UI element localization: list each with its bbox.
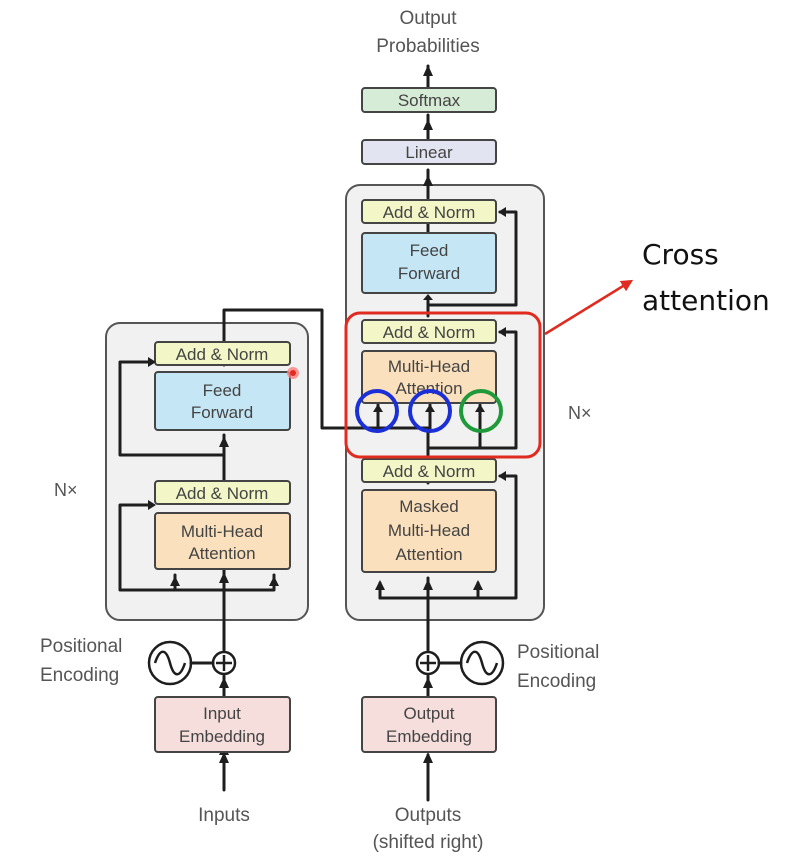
encoder-feed-forward-label-1: Feed xyxy=(203,381,242,400)
query-circle-left xyxy=(355,389,399,433)
decoder-positional-label-1: Positional xyxy=(517,642,599,663)
decoder-masked-attention: Masked Multi-Head Attention xyxy=(361,489,497,573)
cross-attention-highlight xyxy=(344,311,542,459)
decoder-add-icon xyxy=(415,650,441,676)
output-embedding: Output Embedding xyxy=(361,696,497,753)
decoder-add-norm-top-label: Add & Norm xyxy=(383,203,476,222)
cross-attention-annotation-2: attention xyxy=(642,284,770,317)
encoder-add-norm-top-label: Add & Norm xyxy=(176,345,269,364)
decoder-add-norm-cross-label: Add & Norm xyxy=(383,323,476,342)
output-probabilities-label-2: Probabilities xyxy=(376,36,480,57)
output-embedding-label-1: Output xyxy=(403,704,454,723)
decoder-add-norm-top: Add & Norm xyxy=(361,199,497,224)
encoder-multi-head-attention: Multi-Head Attention xyxy=(154,512,291,570)
encoder-add-norm-bottom-label: Add & Norm xyxy=(176,484,269,503)
output-embedding-label-2: Embedding xyxy=(386,727,472,746)
encoder-feed-forward: Feed Forward xyxy=(154,371,291,431)
query-circle-middle xyxy=(408,389,452,433)
decoder-add-norm-bottom: Add & Norm xyxy=(361,458,497,483)
annotation-arrow xyxy=(544,279,634,336)
decoder-feed-forward-label-1: Feed xyxy=(410,241,449,260)
masked-attention-label-2: Multi-Head xyxy=(388,521,470,540)
encoder-attention-label-2: Attention xyxy=(188,544,255,563)
encoder-attention-label-1: Multi-Head xyxy=(181,522,263,541)
decoder-sine-wave-icon xyxy=(459,640,505,686)
cross-attention-label-1: Multi-Head xyxy=(388,357,470,376)
softmax-block: Softmax xyxy=(361,87,497,113)
output-probabilities-label-1: Output xyxy=(399,8,457,29)
cursor-dot xyxy=(287,367,299,379)
decoder-add-norm-bottom-label: Add & Norm xyxy=(383,462,476,481)
cross-attention-annotation-1: Cross xyxy=(642,238,719,271)
value-circle xyxy=(459,389,503,433)
outputs-label-1: Outputs xyxy=(395,805,462,826)
input-embedding-label-1: Input xyxy=(203,704,241,723)
decoder-cross-attention: Multi-Head Attention xyxy=(361,350,497,404)
linear-block: Linear xyxy=(361,139,497,165)
decoder-positional-label-2: Encoding xyxy=(517,671,596,692)
decoder-repeat-label: N× xyxy=(568,403,592,423)
masked-attention-label-3: Attention xyxy=(395,545,462,564)
encoder-repeat-label: N× xyxy=(54,480,78,500)
encoder-sine-wave-icon xyxy=(147,640,193,686)
arrowheads xyxy=(148,65,506,763)
input-embedding-label-2: Embedding xyxy=(179,727,265,746)
encoder-stack xyxy=(105,322,309,621)
linear-label: Linear xyxy=(405,143,453,162)
encoder-add-norm-top: Add & Norm xyxy=(154,341,291,366)
decoder-add-norm-cross: Add & Norm xyxy=(361,319,497,344)
outputs-label-2: (shifted right) xyxy=(373,832,484,853)
encoder-positional-label-2: Encoding xyxy=(40,665,119,686)
input-embedding: Input Embedding xyxy=(154,696,291,753)
encoder-add-norm-bottom: Add & Norm xyxy=(154,480,291,505)
masked-attention-label-1: Masked xyxy=(399,497,459,516)
encoder-feed-forward-label-2: Forward xyxy=(191,403,253,422)
softmax-label: Softmax xyxy=(398,91,461,110)
decoder-feed-forward: Feed Forward xyxy=(361,232,497,294)
encoder-positional-label-1: Positional xyxy=(40,636,122,657)
encoder-add-icon xyxy=(211,650,237,676)
cross-attention-label-2: Attention xyxy=(395,379,462,398)
decoder-feed-forward-label-2: Forward xyxy=(398,264,460,283)
inputs-label: Inputs xyxy=(198,805,250,826)
